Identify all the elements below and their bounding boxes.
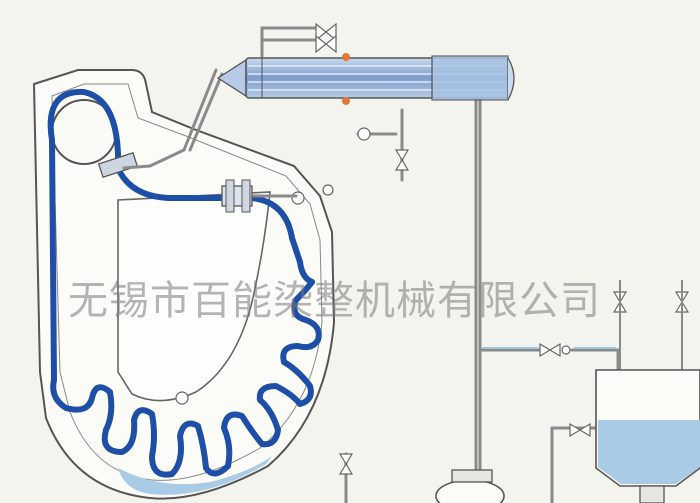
dye-liquor [118, 456, 272, 495]
valve-marker-top [342, 53, 350, 61]
fabric-path [47, 88, 322, 478]
heat-exchanger [216, 53, 515, 105]
nozzle [97, 151, 253, 213]
valves [315, 22, 690, 475]
circulation-pump [435, 469, 505, 503]
valve-marker-bottom [342, 97, 350, 105]
expansion-tank [595, 369, 700, 503]
